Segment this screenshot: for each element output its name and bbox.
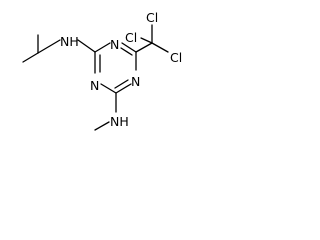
atom-ring-n-top: N (110, 37, 119, 52)
atom-chlorine-left: Cl (125, 30, 137, 45)
bond-nh-methyl (94, 121, 110, 131)
bond-n-top-c-right (121, 42, 137, 53)
atom-chlorine-top: Cl (146, 10, 158, 25)
bond-nh-c-left (77, 39, 96, 53)
atom-ring-n-left: N (90, 78, 99, 93)
atom-chlorine-right: Cl (170, 50, 182, 65)
atom-ring-n-right: N (131, 74, 140, 89)
bond-n-top-c-right-double (120, 47, 133, 56)
bond-n-right-c-bottom (115, 83, 132, 94)
bond-c-bottom-n-left (100, 83, 117, 94)
atom-amine-upper: NH (60, 34, 79, 49)
bond-ch-nh (37, 39, 61, 54)
bond-methyl-a-ch (22, 52, 39, 63)
bond-c-left-n-top (94, 42, 111, 53)
atom-amine-lower: NH (110, 114, 129, 129)
chemical-structure-diagram: N N N NH NH Cl Cl Cl (22, 10, 182, 131)
bond-n-right-c-bottom-double (114, 79, 129, 89)
bond-ccl3-cl-right (151, 42, 169, 53)
bond-ccl3-cl-left (140, 37, 153, 44)
bond-c-right-ccl3 (135, 42, 153, 53)
